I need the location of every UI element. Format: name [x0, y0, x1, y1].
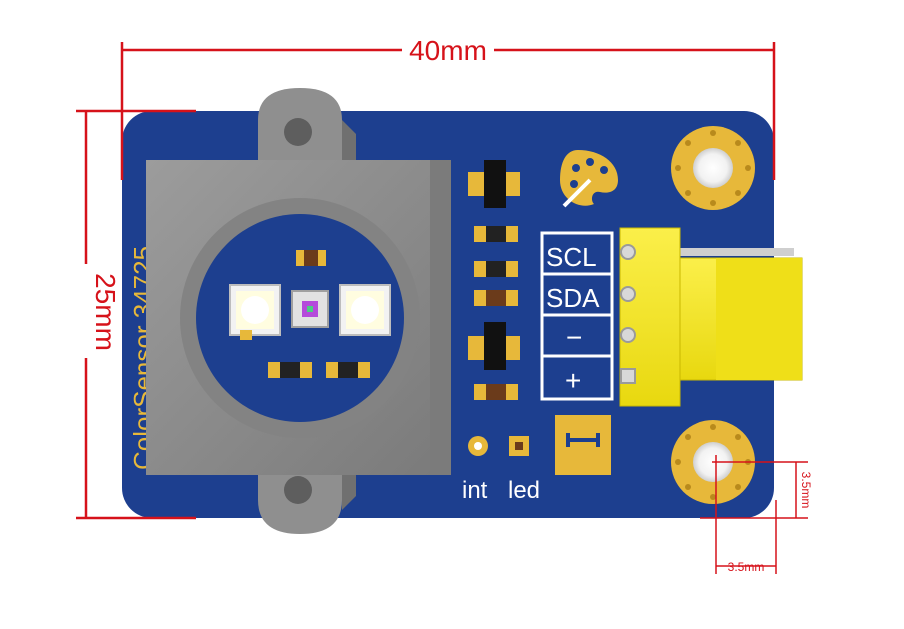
- width-label: 40mm: [409, 35, 487, 66]
- pin-label-box: [540, 231, 614, 401]
- palette-icon: [560, 150, 618, 208]
- pin-label-minus: −: [566, 322, 582, 353]
- hole-offset-y-label: 3.5mm: [799, 472, 813, 509]
- white-led-left: [229, 284, 281, 336]
- hole-offset-dimension: [700, 455, 808, 574]
- smd-transistor-bottom: [468, 322, 520, 370]
- pin-label-scl: SCL: [546, 242, 597, 272]
- led-label: led: [508, 477, 540, 504]
- jumper-pad: [555, 415, 611, 475]
- int-label: int: [462, 477, 488, 504]
- pin-label-sda: SDA: [546, 283, 600, 313]
- color-sensor-chip: [291, 290, 329, 328]
- pin-label-plus: +: [565, 365, 581, 396]
- aperture-smd-parts: [240, 250, 370, 378]
- led-pad: [509, 436, 529, 456]
- pin-header-connector: [619, 227, 803, 407]
- hole-offset-x-label: 3.5mm: [728, 560, 765, 574]
- height-label: 25mm: [90, 273, 121, 351]
- height-dimension: [76, 109, 196, 520]
- white-led-right: [339, 284, 391, 336]
- smd-transistor-top: [468, 160, 520, 208]
- mounting-hole-top: [671, 126, 755, 210]
- int-pad: [468, 436, 488, 456]
- smd-resistor: [474, 226, 518, 400]
